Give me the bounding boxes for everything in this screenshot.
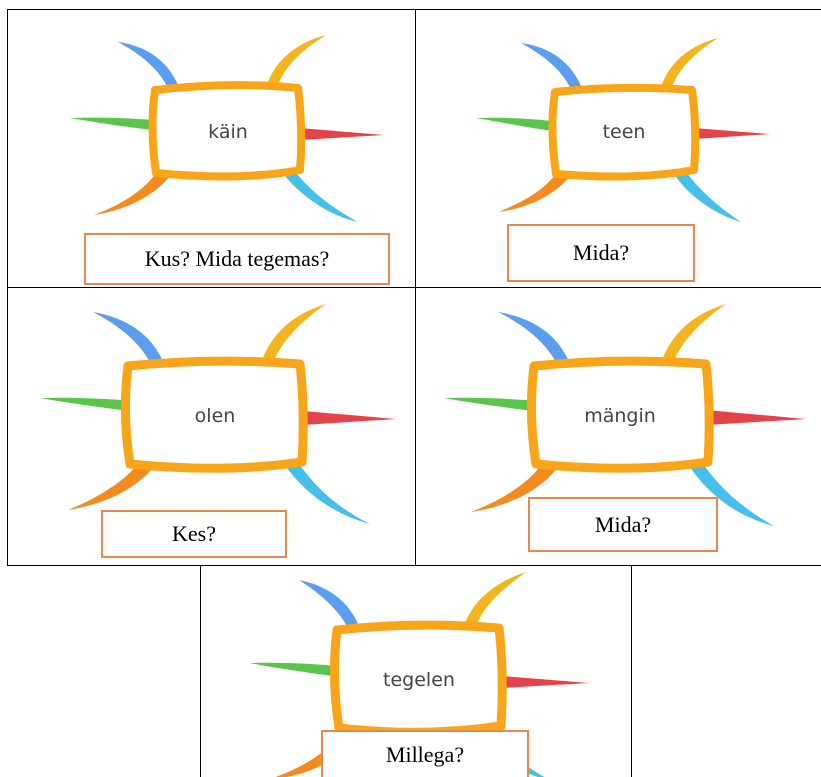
question-box: Mida?	[528, 497, 718, 552]
branch-yellow	[463, 572, 526, 630]
center-frame	[527, 356, 714, 473]
question-box: Kus? Mida tegemas?	[84, 233, 390, 285]
question-box: Mida?	[507, 224, 695, 282]
branch-blue	[498, 312, 570, 368]
card-2: teen Mida?	[415, 9, 821, 288]
branch-orange	[498, 168, 572, 212]
center-frame	[548, 83, 700, 181]
branch-orange	[471, 458, 560, 512]
mind-map-diagram: tegelen	[249, 572, 589, 777]
mind-map-diagram: teen	[476, 38, 770, 222]
branch-orange	[68, 458, 156, 510]
center-frame	[148, 81, 306, 181]
mind-map-diagram: mängin	[444, 304, 806, 526]
mind-map-diagram: olen	[40, 304, 396, 524]
branch-blue	[118, 42, 178, 88]
branch-cyan	[671, 165, 741, 222]
branch-cyan	[684, 453, 774, 526]
branch-green	[476, 117, 554, 131]
branch-green	[249, 662, 339, 677]
question-box: Millega?	[321, 730, 529, 777]
center-word: teen	[603, 121, 646, 143]
branch-cyan	[280, 453, 370, 524]
center-word: käin	[208, 121, 248, 143]
branch-yellow	[260, 304, 326, 368]
question-box: Kes?	[101, 510, 287, 558]
center-word: mängin	[584, 405, 656, 427]
card-4: mängin Mida?	[415, 287, 821, 566]
card-1: käin Kus? Mida tegemas?	[7, 9, 417, 288]
branch-yellow	[266, 35, 326, 90]
card-5: tegelen Millega?	[200, 565, 632, 777]
branch-blue	[521, 43, 581, 89]
center-word: tegelen	[383, 669, 455, 691]
center-word: olen	[195, 405, 236, 427]
center-frame	[121, 356, 308, 473]
branch-blue	[299, 580, 359, 630]
branch-cyan	[280, 165, 358, 222]
branch-red	[501, 676, 589, 688]
branch-red	[303, 411, 396, 425]
branch-red	[694, 128, 770, 139]
branch-green	[70, 117, 153, 130]
branch-green	[40, 397, 136, 412]
branch-blue	[93, 312, 164, 368]
branch-yellow	[660, 304, 726, 368]
mind-map-diagram: käin	[70, 35, 384, 222]
branch-green	[444, 397, 540, 412]
card-3: olen Kes?	[7, 287, 417, 566]
branch-yellow	[660, 38, 718, 92]
branch-red	[300, 128, 384, 140]
center-frame	[330, 620, 507, 737]
branch-red	[706, 410, 806, 425]
branch-orange	[94, 170, 170, 215]
